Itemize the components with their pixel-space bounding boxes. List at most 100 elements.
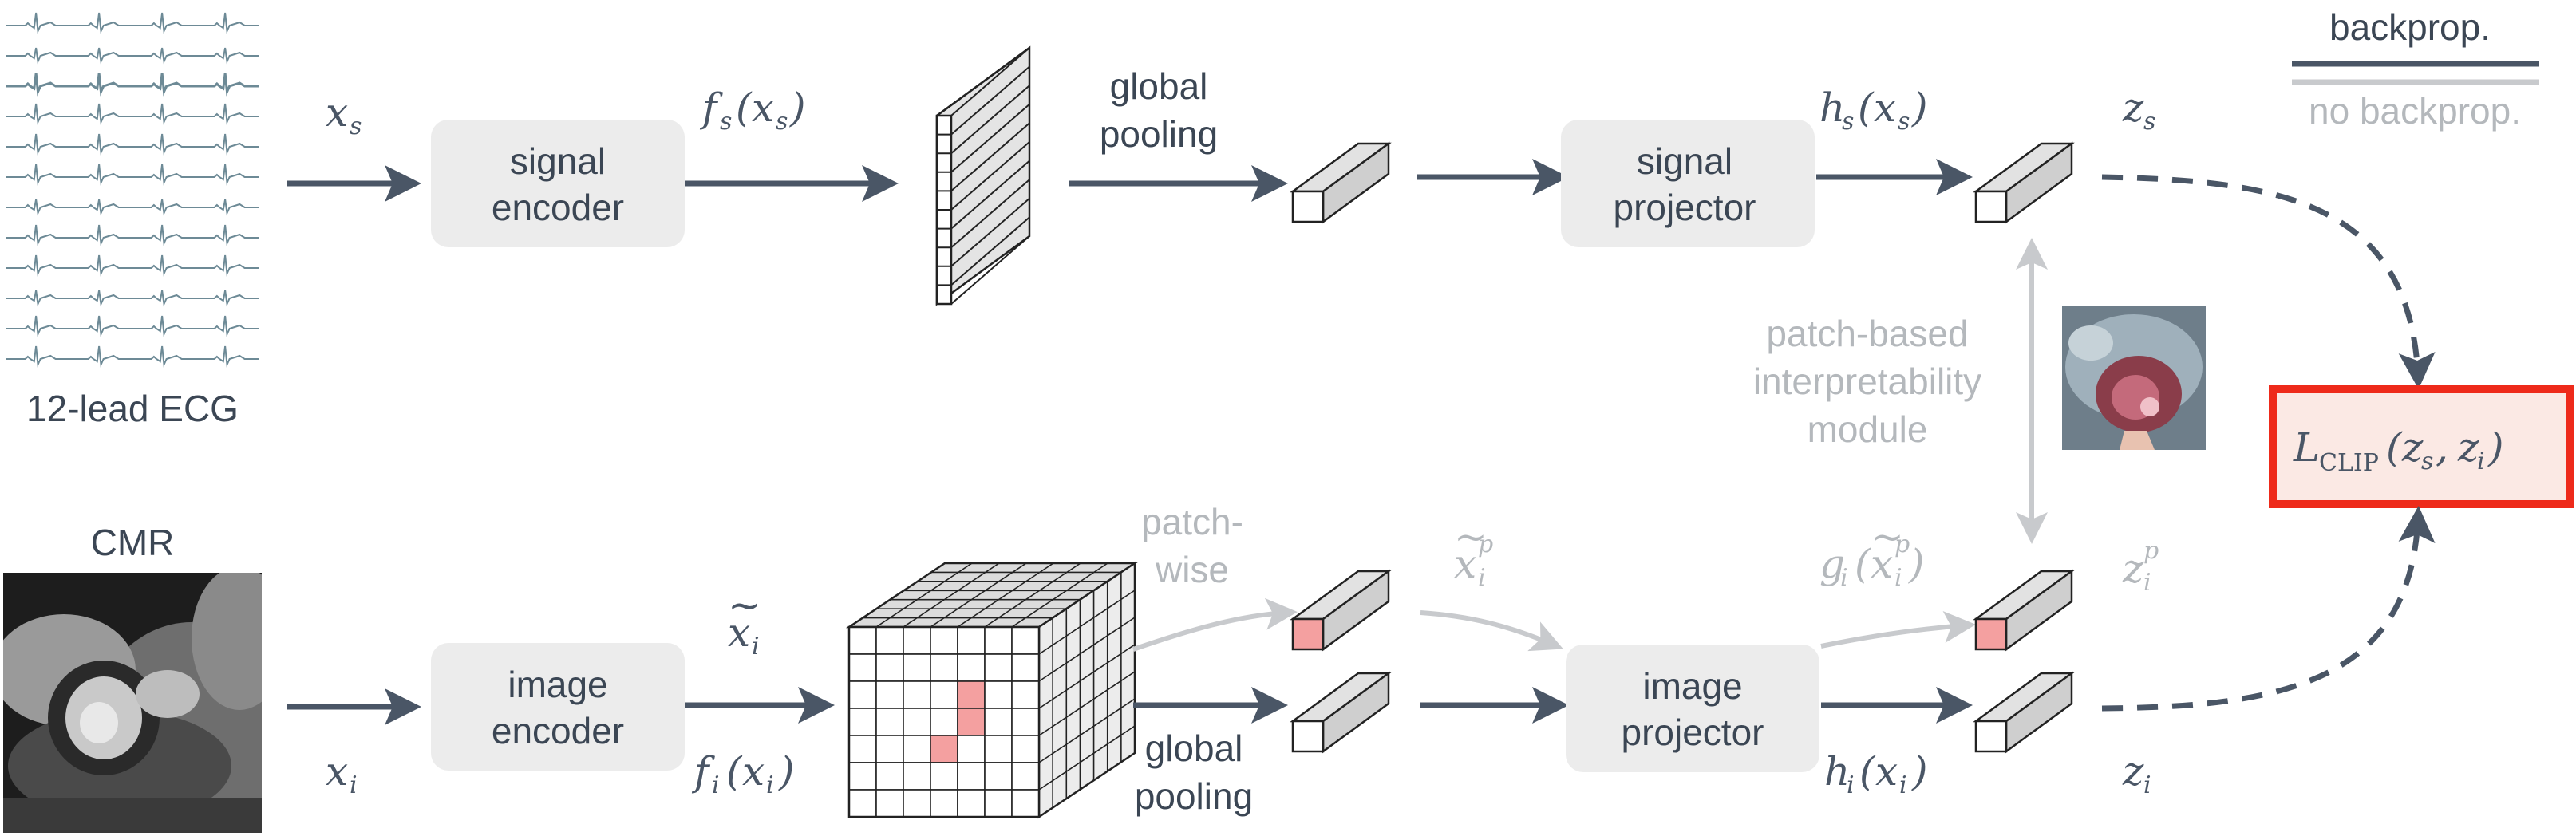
math-hs-xsub: s	[1898, 108, 1910, 136]
math-gi-xsup: p	[1894, 530, 1910, 558]
math-gi-lp: (	[1855, 541, 1871, 587]
math-tilde-xip: x i p ~	[1454, 514, 1493, 592]
math-fs-sub: s	[720, 108, 732, 136]
interpretability-module: patch-based interpretability module	[1753, 238, 2206, 544]
image-encoder-label-1: image	[508, 664, 607, 705]
arrow-patch-wise	[1132, 597, 1298, 652]
math-fs-rp: )	[789, 85, 806, 131]
legend: backprop. no backprop.	[2292, 6, 2539, 132]
math-hi-lp: (	[1859, 748, 1876, 795]
loss-z2-sub: i	[2477, 448, 2485, 475]
math-hs-xs: h s ( x s )	[1819, 85, 1928, 136]
math-fi-xi: f i ( x i )	[691, 748, 795, 799]
loss-z1: z	[2401, 424, 2424, 471]
math-tilde-xip-base: x	[1454, 541, 1476, 587]
math-fi-rp: )	[778, 748, 795, 795]
global-pooling-bottom-2: pooling	[1135, 775, 1253, 817]
math-hi-xi: h i ( x i )	[1824, 748, 1928, 799]
ecg-lead-trace	[6, 164, 259, 186]
image-pooled-vector	[1290, 671, 1392, 754]
math-hs-sub: s	[1842, 108, 1854, 136]
interp-label-1: patch-based	[1766, 313, 1968, 354]
math-zip-base: z	[2122, 546, 2144, 592]
interp-heatmap-thumbnail	[2062, 306, 2206, 450]
math-gi-x: x	[1871, 541, 1893, 587]
cmr-label: CMR	[91, 522, 175, 563]
signal-encoder-label-1: signal	[510, 140, 606, 182]
zip-vector	[1973, 569, 2075, 652]
math-gi: g i ( x ~ i p )	[1819, 514, 1925, 592]
math-hi-xsub: i	[1899, 771, 1907, 799]
ecg-lead-trace	[6, 133, 259, 156]
global-pooling-top-1: global	[1110, 65, 1208, 107]
arrow-patch-to-projector	[1420, 610, 1563, 652]
math-zs-base: z	[2122, 85, 2144, 131]
patch-wise-label-2: wise	[1155, 549, 1229, 590]
math-zip: z i p	[2122, 537, 2159, 597]
global-pooling-top-2: pooling	[1100, 113, 1218, 155]
math-fi-xsub: i	[766, 771, 774, 799]
ecg-lead-trace	[6, 345, 259, 368]
legend-backprop-label: backprop.	[2329, 6, 2491, 48]
math-zi-sub: i	[2143, 771, 2151, 799]
math-fs-lp: (	[736, 85, 753, 131]
math-gi-sub: i	[1840, 564, 1848, 592]
math-x-i-base: x	[326, 748, 348, 795]
image-feature-cube	[845, 561, 1139, 819]
zi-vector	[1973, 671, 2075, 754]
loss-rp: )	[2487, 424, 2504, 471]
patch-wise-label-1: patch-	[1141, 501, 1243, 542]
cmr-image	[3, 573, 262, 833]
math-zi: z i	[2122, 748, 2151, 799]
patch-vector	[1290, 569, 1392, 652]
image-encoder-box	[431, 643, 685, 771]
ecg-lead-trace	[6, 103, 259, 125]
math-zip-sub: i	[2143, 569, 2151, 597]
math-tilde-xi: x i ~	[728, 582, 761, 661]
ecg-lead-trace	[6, 12, 259, 34]
math-zip-sup: p	[2143, 537, 2159, 565]
math-gi-base: g	[1819, 541, 1845, 587]
math-hi-base: h	[1824, 748, 1850, 795]
legend-no-backprop-label: no backprop.	[2309, 90, 2521, 132]
arrow-to-zip	[1820, 611, 1976, 649]
math-hs-base: h	[1819, 85, 1845, 131]
clip-loss-box: L CLIP ( z s , z i )	[2269, 385, 2574, 508]
math-x-s-sub: s	[350, 112, 362, 140]
ecg-lead-trace	[6, 290, 259, 307]
loss-z2: z	[2457, 424, 2479, 471]
dashed-zs-to-loss	[2101, 174, 2436, 389]
cmr-input: CMR	[3, 522, 262, 833]
math-fi-lp: (	[726, 748, 743, 795]
signal-projector-box	[1561, 120, 1815, 247]
math-hi-x: x	[1875, 748, 1898, 795]
math-gi-tilde: ~	[1871, 514, 1904, 560]
ecg-lead-trace	[6, 254, 259, 277]
ecg-label: 12-lead ECG	[26, 388, 239, 429]
math-hi-sub: i	[1847, 771, 1855, 799]
loss-lp: (	[2386, 424, 2403, 471]
math-fs-x: x	[752, 85, 774, 131]
math-hs-lp: (	[1858, 85, 1875, 131]
dashed-zi-to-loss	[2101, 506, 2436, 712]
image-projector-box	[1566, 645, 1819, 772]
ecg-lead-trace	[6, 199, 259, 216]
math-fi-x: x	[742, 748, 765, 795]
ecg-lead-trace	[6, 73, 259, 97]
math-x-i: x i	[326, 748, 358, 799]
math-tilde-xi-base: x	[728, 609, 750, 656]
image-encoder-label-2: encoder	[492, 710, 624, 751]
math-hs-x: x	[1874, 85, 1896, 131]
interp-label-2: interpretability	[1753, 361, 1981, 402]
math-tilde-xi-sub: i	[752, 633, 760, 661]
zs-vector	[1973, 141, 2075, 224]
math-fs-xsub: s	[776, 108, 788, 136]
ecg-traces	[6, 12, 259, 368]
image-branch: x i image encoder x i ~ f i ( x i ) patc…	[287, 501, 2436, 819]
math-gi-rp: )	[1908, 541, 1925, 587]
math-gi-xsub: i	[1894, 564, 1902, 592]
math-hi-rp: )	[1911, 748, 1928, 795]
image-projector-label-2: projector	[1622, 712, 1764, 753]
signal-projector-label-2: projector	[1614, 187, 1756, 228]
